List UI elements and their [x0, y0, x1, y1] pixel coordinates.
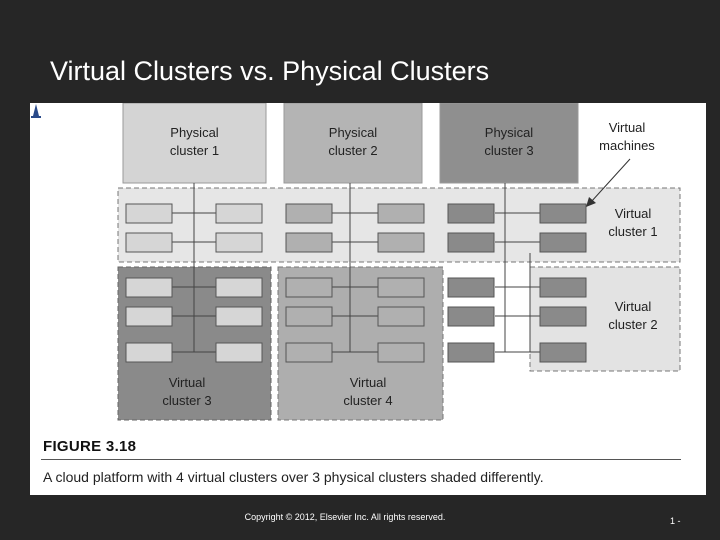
- figure-label: FIGURE 3.18: [43, 438, 137, 455]
- virtual-machine-24: [539, 306, 587, 327]
- virtual-machine-23: [447, 306, 495, 327]
- copyright-notice: Copyright © 2012, Elsevier Inc. All righ…: [244, 512, 446, 522]
- virtual-cluster-1-label-line1: Virtual: [615, 206, 652, 221]
- virtual-machine-20: [215, 306, 263, 327]
- publisher-mark-icon: [31, 104, 41, 118]
- physical-cluster-3-label-line1: Physical: [485, 125, 534, 140]
- virtual-cluster-2-label-line1: Virtual: [615, 299, 652, 314]
- virtual-machine-7: [125, 232, 173, 253]
- physical-cluster-1-label-line1: Physical: [170, 125, 219, 140]
- virtual-machine-13: [125, 277, 173, 298]
- virtual-machine-11: [447, 232, 495, 253]
- virtual-cluster-3-label-line1: Virtual: [169, 375, 206, 390]
- physical-cluster-1-box: [122, 103, 267, 184]
- physical-cluster-3-box: [439, 103, 579, 184]
- virtual-machine-27: [285, 342, 333, 363]
- virtual-machines-callout-line2: machines: [599, 138, 655, 153]
- physical-cluster-2-label-line1: Physical: [329, 125, 378, 140]
- cluster-diagram: Physical cluster 1 Physical cluster 2 Physic…: [117, 103, 681, 421]
- virtual-machine-5: [447, 203, 495, 224]
- virtual-machine-14: [215, 277, 263, 298]
- virtual-machine-9: [285, 232, 333, 253]
- virtual-machine-16: [377, 277, 425, 298]
- virtual-machine-6: [539, 203, 587, 224]
- physical-cluster-2-box: [283, 103, 423, 184]
- virtual-machine-4: [377, 203, 425, 224]
- virtual-machine-10: [377, 232, 425, 253]
- virtual-machine-17: [447, 277, 495, 298]
- physical-cluster-2-label-line2: cluster 2: [328, 143, 377, 158]
- virtual-machine-22: [377, 306, 425, 327]
- virtual-machine-26: [215, 342, 263, 363]
- virtual-machine-12: [539, 232, 587, 253]
- figure-divider: [41, 459, 681, 460]
- virtual-cluster-4-label-line1: Virtual: [350, 375, 387, 390]
- figure-caption: A cloud platform with 4 virtual clusters…: [43, 469, 544, 485]
- virtual-cluster-4-label-line2: cluster 4: [343, 393, 392, 408]
- physical-cluster-1-label-line2: cluster 1: [170, 143, 219, 158]
- virtual-cluster-3-label-line2: cluster 3: [162, 393, 211, 408]
- virtual-machine-19: [125, 306, 173, 327]
- virtual-machine-21: [285, 306, 333, 327]
- virtual-machine-3: [285, 203, 333, 224]
- callout-arrow-line: [590, 158, 631, 203]
- virtual-machine-18: [539, 277, 587, 298]
- virtual-machine-15: [285, 277, 333, 298]
- virtual-machine-30: [539, 342, 587, 363]
- callout-arrowhead-icon: [586, 197, 596, 207]
- virtual-machine-25: [125, 342, 173, 363]
- figure-panel: Physical cluster 1 Physical cluster 2 Physic…: [30, 103, 706, 495]
- page-number: 1 -: [670, 516, 681, 526]
- virtual-machine-28: [377, 342, 425, 363]
- virtual-machine-8: [215, 232, 263, 253]
- virtual-cluster-2-label-line2: cluster 2: [608, 317, 657, 332]
- slide-title: Virtual Clusters vs. Physical Clusters: [50, 56, 490, 86]
- virtual-machines-callout-line1: Virtual: [609, 120, 646, 135]
- virtual-machine-2: [215, 203, 263, 224]
- virtual-cluster-1-label-line2: cluster 1: [608, 224, 657, 239]
- physical-cluster-3-label-line2: cluster 3: [484, 143, 533, 158]
- virtual-machine-1: [125, 203, 173, 224]
- virtual-machine-29: [447, 342, 495, 363]
